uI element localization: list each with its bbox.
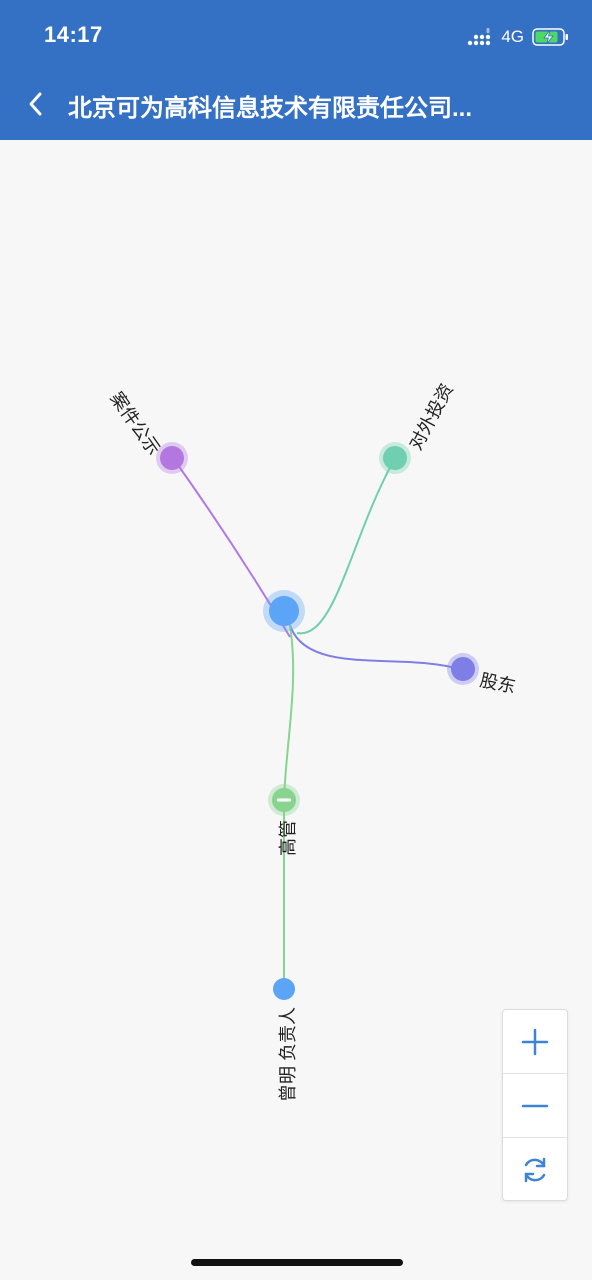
network-type: 4G bbox=[501, 27, 524, 46]
label-person: 曾明 负责人 bbox=[278, 1006, 298, 1102]
node-executive[interactable] bbox=[268, 784, 300, 816]
node-case[interactable] bbox=[156, 442, 188, 474]
edge-center-shareholder bbox=[287, 617, 464, 671]
edge-center-executive bbox=[283, 619, 295, 801]
zoom-controls bbox=[502, 1009, 568, 1201]
plus-icon bbox=[521, 1028, 549, 1055]
signal-bars-icon bbox=[468, 28, 491, 46]
graph-canvas bbox=[156, 442, 479, 1000]
node-person[interactable] bbox=[273, 978, 295, 1000]
app-header: 14:17 4G 北京可为高科信息技术有限责任公司... bbox=[0, 0, 592, 140]
minus-icon bbox=[277, 798, 291, 802]
node-invest[interactable] bbox=[379, 442, 411, 474]
chevron-left-icon bbox=[29, 92, 42, 116]
zoom-out-button[interactable] bbox=[503, 1073, 567, 1137]
edge-center-invest bbox=[296, 459, 395, 635]
battery-charging-icon bbox=[532, 28, 568, 46]
node-center[interactable] bbox=[263, 590, 305, 632]
relationship-graph[interactable]: 案件公示 对外投资 股东 高管 曾明 负责人 bbox=[0, 140, 592, 1280]
status-time: 14:17 bbox=[44, 22, 103, 47]
back-button[interactable] bbox=[18, 84, 52, 124]
zoom-in-button[interactable] bbox=[503, 1010, 567, 1073]
status-indicators: 4G bbox=[467, 24, 570, 50]
minus-icon bbox=[521, 1104, 549, 1107]
label-executive: 高管 bbox=[278, 820, 298, 856]
page-title: 北京可为高科信息技术有限责任公司... bbox=[68, 95, 473, 122]
node-shareholder[interactable] bbox=[447, 653, 479, 685]
refresh-icon bbox=[524, 1157, 546, 1182]
home-indicator bbox=[191, 1259, 403, 1266]
reset-view-button[interactable] bbox=[503, 1137, 567, 1201]
